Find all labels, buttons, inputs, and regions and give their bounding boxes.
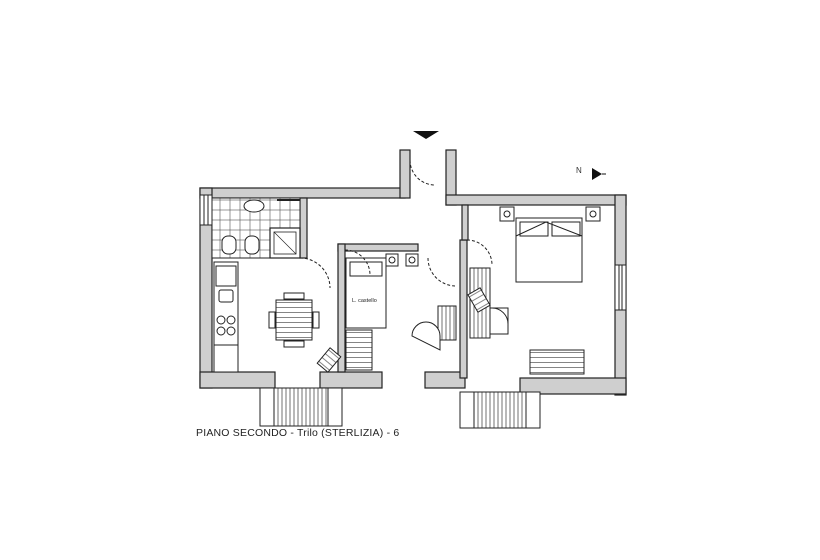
windows bbox=[199, 194, 627, 311]
balcony-left bbox=[259, 387, 343, 427]
bunk-bed-room bbox=[344, 249, 457, 371]
double-bed bbox=[499, 206, 601, 283]
entry-door bbox=[409, 159, 436, 186]
kitchen-counter bbox=[213, 261, 239, 373]
north-arrow-icon bbox=[592, 168, 606, 180]
bunk-bed-label: L. castello bbox=[352, 298, 377, 304]
bathroom bbox=[211, 197, 331, 289]
armchair bbox=[316, 347, 342, 373]
floor-caption: PIANO SECONDO - Trilo (STERLIZIA) - 6 bbox=[196, 427, 400, 439]
bedroom-furniture bbox=[466, 239, 585, 375]
dining-table bbox=[268, 292, 320, 348]
balcony-right bbox=[459, 391, 541, 429]
north-label: N bbox=[576, 166, 582, 175]
entrance-arrow-icon bbox=[413, 131, 439, 139]
